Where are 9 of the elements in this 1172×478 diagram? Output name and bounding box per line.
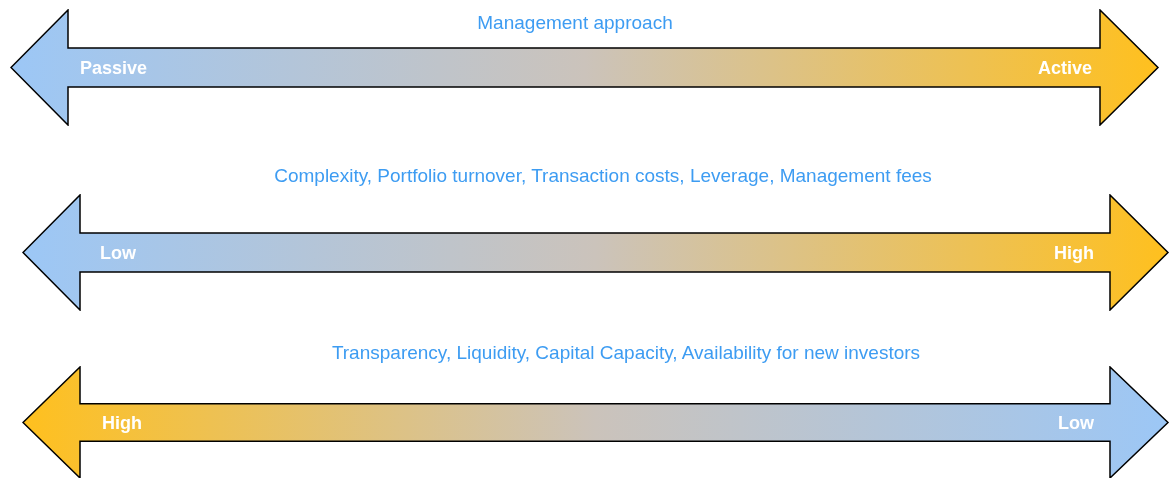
scale-end-label: Low [100,242,136,263]
scale-end-label: Passive [80,57,148,78]
scale-end-label: Low [1058,412,1094,433]
scale-title: Transparency, Liquidity, Capital Capacity, Availability for new investors [331,342,921,364]
scale-end-label: Active [1037,57,1092,78]
scale-end-label: High [1054,242,1094,263]
scale-title: Complexity, Portfolio turnover, Transaction costs, Leverage, Management fees [274,165,932,187]
scale-end-label: High [102,412,142,433]
scale-title: Management approach [477,12,673,34]
